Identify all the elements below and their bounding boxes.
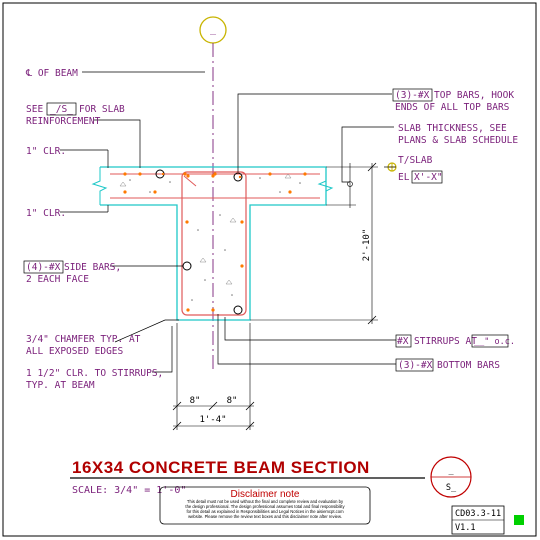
label-see-slab-pre: SEE: [26, 104, 43, 115]
bottom-bar-circled: [233, 305, 243, 315]
slab-break-right: [317, 167, 334, 205]
section-callout-top: _: [448, 466, 454, 476]
disclaimer-line-1: This detail must not be used without the…: [187, 499, 344, 504]
label-stirrups-box: #X: [397, 336, 409, 347]
disclaimer-line-3: for this detail as explained in Responsi…: [186, 509, 344, 514]
section-marker-top-label: _: [210, 24, 217, 35]
label-cl-beam: ℄ OF BEAM: [25, 68, 78, 79]
label-clr-top: 1" CLR.: [26, 146, 66, 157]
top-bar-circled-2: [233, 172, 243, 182]
label-bottom-bars-box: (3)-#X: [398, 360, 433, 371]
dim-height: 2'-10": [362, 229, 372, 262]
bottom-bars-box: [395, 358, 434, 372]
stirrup: [181, 171, 247, 316]
leaders: [60, 71, 396, 373]
label-el-pre: EL: [398, 172, 410, 183]
stirrups-box: [395, 334, 412, 348]
disclaimer-title: Disclaimer note: [231, 489, 300, 500]
label-side-bars-post: SIDE BARS,: [64, 262, 121, 273]
section-callout-bottom: S_: [446, 483, 457, 493]
label-bottom-bars-post: BOTTOM BARS: [437, 360, 500, 371]
status-indicator: [514, 515, 524, 525]
label-chamfer-2: ALL EXPOSED EDGES: [26, 346, 124, 357]
detail-number: CD03.3-11: [455, 509, 501, 519]
dim-left: 8": [190, 396, 201, 406]
label-tslab: T/SLAB: [398, 155, 433, 166]
disclaimer-box: [159, 486, 371, 525]
drawing-scale: SCALE: 3/4" = 1'-0": [72, 485, 186, 496]
el-box: [411, 170, 443, 184]
label-see-slab-post: FOR SLAB: [79, 104, 125, 115]
label-clr-stirrups-2: TYP. AT BEAM: [26, 380, 95, 391]
label-side-bars-2: 2 EACH FACE: [26, 274, 89, 285]
see-slab-box: [46, 102, 77, 116]
label-see-slab-2: REINFORCEMENT: [26, 116, 101, 127]
detail-version: V1.1: [455, 523, 475, 533]
stirrup-hook: [183, 175, 197, 187]
side-bars-box: [23, 260, 64, 274]
concrete-hatch: [119, 173, 301, 301]
label-side-bars-box: (4)-#X: [26, 262, 61, 273]
side-bar-circled: [182, 261, 192, 271]
label-top-bars-box: (3)-#X: [395, 90, 430, 101]
dim-total: 1'-4": [199, 415, 226, 425]
disclaimer-line-2: the design professional. The design prof…: [185, 504, 345, 509]
label-top-bars-2: ENDS OF ALL TOP BARS: [395, 102, 510, 113]
disclaimer-line-4: website. Please remove the review text b…: [188, 514, 342, 519]
label-clr-stirrups-1: 1 1/2" CLR. TO STIRRUPS,: [26, 368, 163, 379]
label-see-slab-box: _/S_: [50, 104, 73, 115]
label-stirrups-oc: __" o.c.: [474, 337, 515, 347]
label-slab-thk-2: PLANS & SLAB SCHEDULE: [398, 135, 518, 146]
bar-dots: [123, 172, 307, 312]
drawing-title: 16X34 CONCRETE BEAM SECTION: [72, 458, 370, 477]
label-top-bars-post: TOP BARS, HOOK: [434, 90, 514, 101]
stirrups-oc-box: [471, 334, 509, 348]
dim-right: 8": [227, 396, 238, 406]
label-el-box: X'-X": [414, 172, 443, 183]
main-bars: [155, 169, 243, 315]
label-chamfer-1: 3/4" CHAMFER TYP. AT: [26, 334, 141, 345]
top-bars-box: [392, 88, 433, 102]
slab-break-left: [91, 167, 108, 205]
label-slab-thk-1: SLAB THICKNESS, SEE: [398, 123, 507, 134]
label-stirrups-post: STIRRUPS AT: [414, 336, 477, 347]
label-clr-mid: 1" CLR.: [26, 208, 66, 219]
